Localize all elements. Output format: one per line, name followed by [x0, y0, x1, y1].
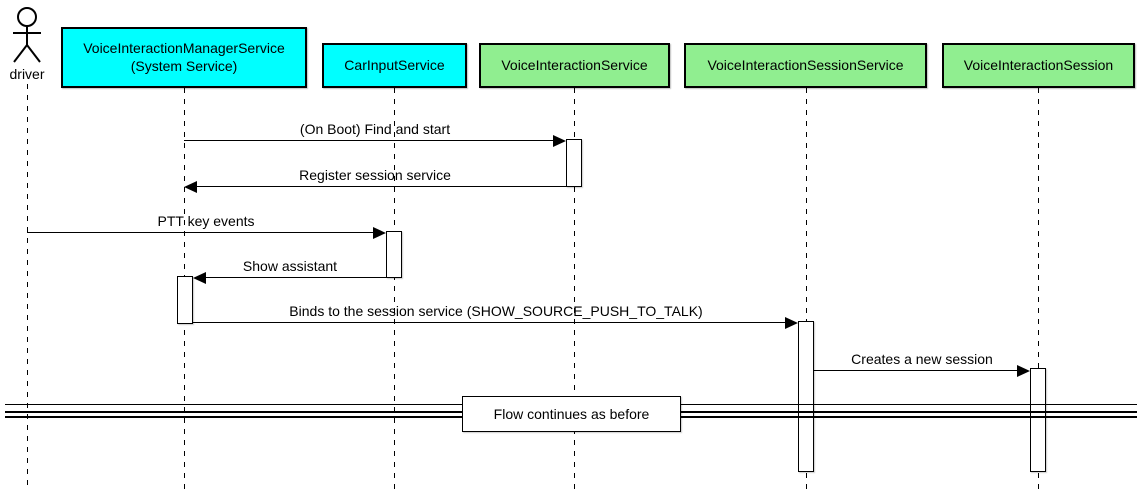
message-arrow-line: [27, 232, 375, 233]
lifeline-carinputservice: [394, 88, 395, 489]
message-arrow-line: [184, 140, 555, 141]
participant-voiceinteractionsession: VoiceInteractionSession: [942, 43, 1135, 88]
actor-driver-label: driver: [9, 66, 45, 82]
message-arrow-line: [814, 370, 1018, 371]
lifeline-voiceinteractionsession: [1038, 88, 1039, 489]
arrowhead-left-icon: [193, 272, 206, 284]
arrowhead-left-icon: [184, 181, 197, 193]
arrowhead-right-icon: [785, 317, 798, 329]
message-arrow-line: [196, 186, 566, 187]
activation-bar-voiceinteractionservice: [566, 139, 582, 187]
message-arrow-line: [205, 277, 386, 278]
divider-label-box: Flow continues as before: [462, 396, 681, 432]
arrowhead-right-icon: [1017, 365, 1030, 377]
message-label: Binds to the session service (SHOW_SOURC…: [289, 303, 703, 319]
activation-bar-voiceinteractionsessionservice: [798, 321, 814, 472]
participant-voiceinteractionsessionservice: VoiceInteractionSessionService: [684, 43, 927, 88]
participant-voiceinteractionservice: VoiceInteractionService: [479, 43, 670, 88]
activation-bar-carinputservice: [386, 231, 402, 278]
activation-bar-voiceinteractionsession: [1030, 368, 1046, 472]
message-label: Show assistant: [242, 258, 338, 274]
participant-carinputservice: CarInputService: [322, 43, 467, 88]
participant-label: VoiceInteractionService: [501, 56, 648, 73]
participant-label: CarInputService: [344, 56, 445, 73]
arrowhead-right-icon: [373, 227, 386, 239]
lifeline-voiceinteractionservice: [574, 88, 575, 489]
divider-label: Flow continues as before: [493, 406, 650, 422]
message-label: PTT key events: [157, 213, 255, 229]
lifeline-voiceinteractionsessionservice: [806, 88, 807, 489]
participant-voiceinteractionmanagerservice: VoiceInteractionManagerService (System S…: [61, 27, 307, 88]
message-arrow-line: [193, 322, 786, 323]
actor-driver-icon: [13, 7, 41, 63]
participant-label: VoiceInteractionSession: [963, 56, 1114, 73]
activation-bar-voiceinteractionmanagerservice: [177, 276, 193, 324]
participant-label: VoiceInteractionManagerService: [83, 40, 285, 56]
message-label: Register session service: [299, 167, 451, 183]
participant-label: VoiceInteractionSessionService: [707, 56, 904, 73]
participant-sublabel: (System Service): [130, 57, 238, 74]
arrowhead-right-icon: [553, 135, 566, 147]
message-label: Creates a new session: [851, 351, 993, 367]
lifeline-driver: [27, 84, 28, 489]
message-label: (On Boot) Find and start: [299, 121, 451, 137]
